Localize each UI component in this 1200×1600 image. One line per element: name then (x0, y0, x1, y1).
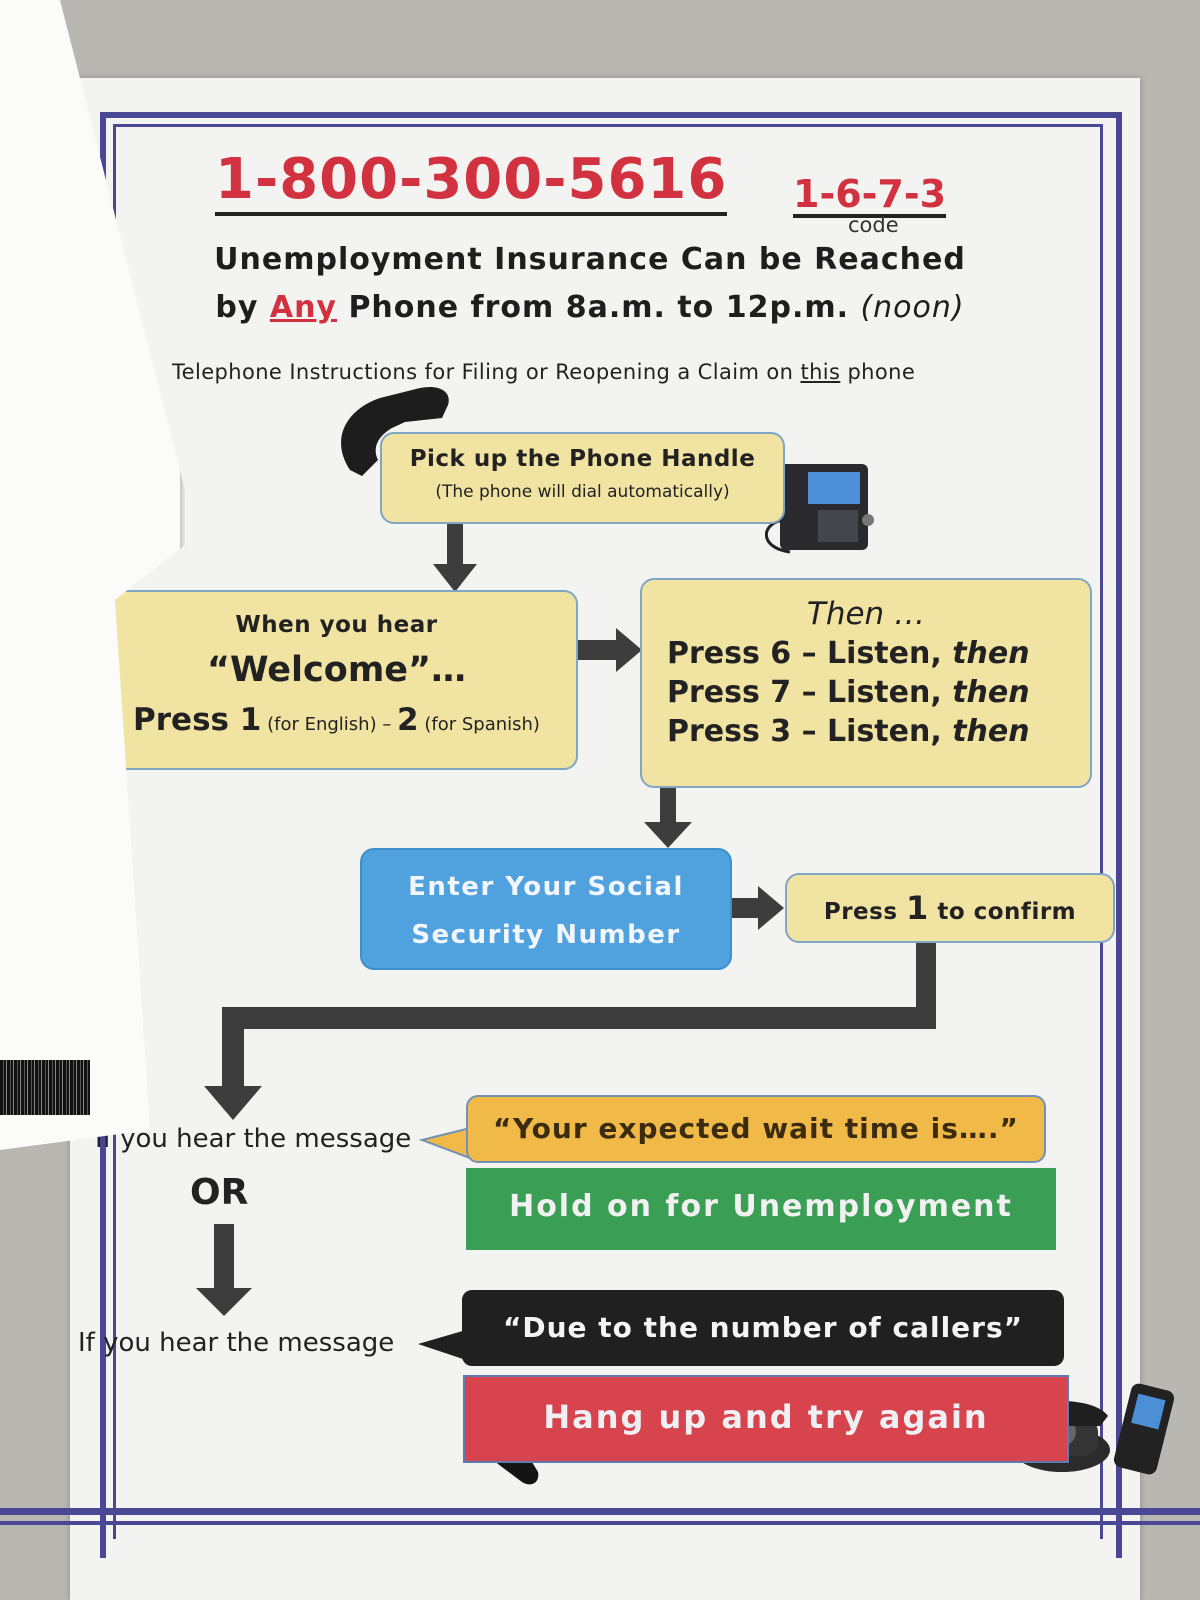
arrow-down-icon (433, 524, 477, 592)
english-note: (for English) – (261, 714, 398, 735)
bottom-rule-thick (0, 1508, 1200, 1515)
press-3-label: Press 3 – Listen, (667, 714, 953, 749)
pickup-note: (The phone will dial automatically) (435, 482, 730, 502)
confirm-digit: 1 (906, 889, 929, 927)
press-7-line: Press 7 – Listen, then (667, 675, 1090, 710)
confirm-box: Press 1 to confirm (785, 873, 1115, 943)
desk-phone-icon (764, 464, 874, 554)
ssn-box: Enter Your Social Security Number (360, 848, 732, 970)
then-title: Then … (806, 596, 926, 632)
instructions-this: this (800, 360, 841, 384)
press-6-line: Press 6 – Listen, then (667, 636, 1090, 671)
headline-by: by (215, 290, 270, 325)
press-6-then: then (952, 636, 1030, 671)
press-7-label: Press 7 – Listen, (667, 675, 953, 710)
press-2-digit: 2 (397, 702, 419, 738)
hear-message-label-2: If you hear the message (78, 1328, 395, 1358)
then-box: Then … Press 6 – Listen, then Press 7 – … (640, 578, 1092, 788)
hang-up-instruction: Hang up and try again (463, 1375, 1069, 1463)
speech-pointer-icon (418, 1330, 466, 1360)
press-1-digit: 1 (239, 702, 262, 738)
press-3-then: then (952, 714, 1030, 749)
wait-time-message: “Your expected wait time is….” (466, 1095, 1046, 1163)
confirm-press: Press (823, 899, 907, 925)
pickup-box: Pick up the Phone Handle (The phone will… (380, 432, 785, 524)
arrow-down-icon (644, 788, 692, 848)
phone-number: 1-800-300-5616 (215, 150, 728, 216)
press-word: Press (133, 702, 240, 738)
headline-line-1: Unemployment Insurance Can be Reached (214, 242, 966, 277)
press-6-label: Press 6 – Listen, (667, 636, 953, 671)
ssn-line-2: Security Number (411, 920, 681, 950)
code-number: 1-6-7-3 (793, 172, 947, 218)
or-label: OR (190, 1172, 249, 1213)
headline-any: Any (269, 290, 337, 325)
bottom-rule-thin (0, 1521, 1200, 1525)
welcome-box: When you hear “Welcome”… Press 1 (for En… (95, 590, 578, 770)
ssn-line-1: Enter Your Social (408, 872, 684, 902)
spanish-note: (for Spanish) (418, 714, 540, 735)
barcode-strip (0, 1060, 90, 1115)
headline-line-2: by Any Phone from 8a.m. to 12p.m. (noon) (150, 290, 1030, 325)
phone-handset-icon (341, 386, 449, 476)
arrow-right-icon (732, 886, 784, 930)
language-choice: Press 1 (for English) – 2 (for Spanish) (97, 702, 576, 738)
press-7-then: then (952, 675, 1030, 710)
welcome-intro: When you hear (235, 612, 438, 638)
instructions-text: Telephone Instructions for Filing or Reo… (172, 360, 801, 384)
headline-noon: (noon) (860, 290, 965, 325)
arrow-right-icon (578, 628, 642, 672)
press-3-line: Press 3 – Listen, then (667, 714, 1090, 749)
headline-hours: Phone from 8a.m. to 12p.m. (337, 290, 861, 325)
pickup-title: Pick up the Phone Handle (409, 446, 756, 472)
hold-on-instruction: Hold on for Unemployment (466, 1168, 1056, 1250)
confirm-text: to confirm (928, 899, 1077, 925)
instructions-line: Telephone Instructions for Filing or Reo… (172, 360, 915, 384)
cell-phone-icon (1113, 1383, 1175, 1475)
connector-line (204, 942, 936, 1120)
welcome-word: “Welcome”… (206, 650, 467, 690)
instructions-phone: phone (840, 360, 916, 384)
callers-message: “Due to the number of callers” (462, 1290, 1064, 1366)
code-label: code (848, 213, 899, 237)
speech-pointer-icon (418, 1126, 471, 1160)
arrow-down-icon (196, 1224, 252, 1316)
